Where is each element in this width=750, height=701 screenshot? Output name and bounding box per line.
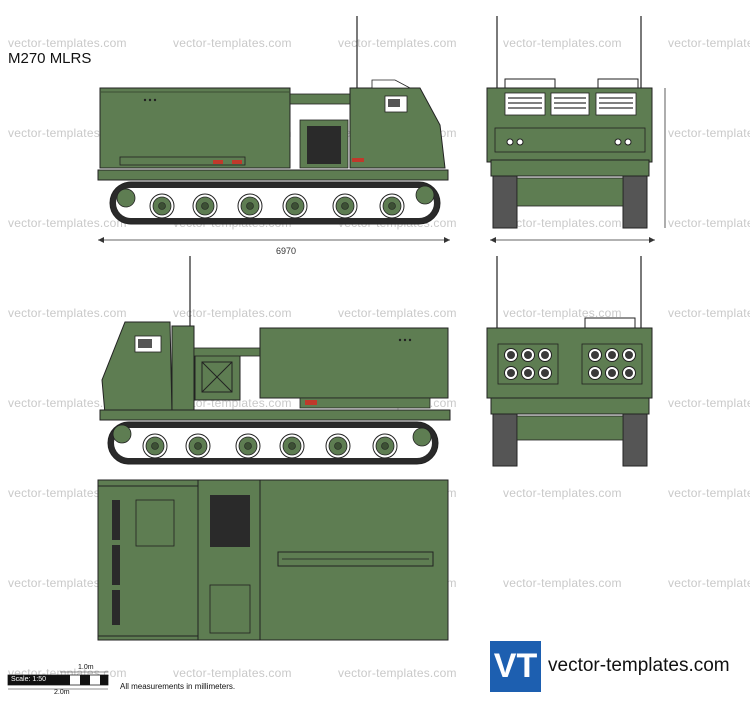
engine-grille — [307, 126, 341, 164]
scale-label: Scale: 1:50 — [11, 676, 47, 683]
page-title: M270 MLRS — [8, 50, 92, 67]
scale-large-span: 2.0m — [54, 689, 70, 696]
front-view — [486, 16, 666, 243]
brand-site: vector-templates.com — [548, 655, 730, 676]
scale-small-span: 1.0m — [78, 664, 94, 671]
measurement-note: All measurements in millimeters. — [120, 682, 236, 691]
brand-logo: VT — [490, 641, 541, 692]
scale-bar — [7, 671, 109, 690]
length-dimension — [98, 237, 450, 243]
hull — [97, 169, 449, 181]
side-view-left — [97, 16, 449, 225]
length-label: 6970 — [276, 246, 297, 256]
rear-view — [486, 256, 653, 467]
side-view-right — [99, 256, 451, 465]
launcher-pod — [99, 87, 291, 169]
top-view — [97, 479, 449, 641]
